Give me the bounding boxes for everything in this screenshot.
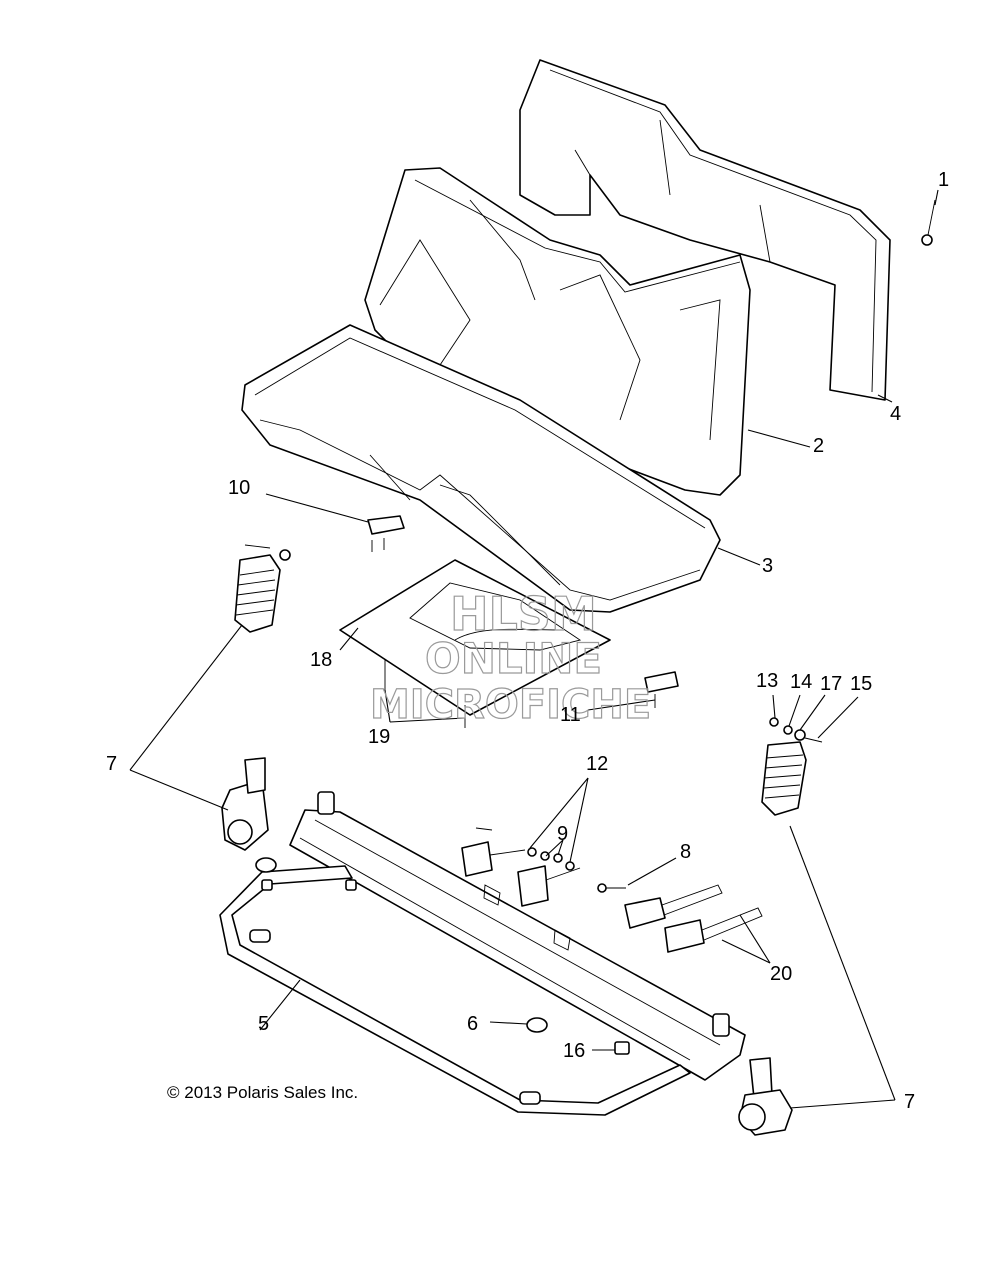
callout-labels: 1 2 3 4 5 6 7 7 8 9 10 11 12 13 14 15 16… <box>106 169 949 1113</box>
right-shock-bellow <box>761 717 823 816</box>
belt-buckles <box>461 827 581 907</box>
grommet-left <box>255 857 357 891</box>
callout-20: 20 <box>770 963 792 985</box>
seat-back-panel <box>519 59 891 401</box>
callout-16: 16 <box>563 1040 585 1062</box>
callout-13: 13 <box>756 670 778 692</box>
left-belt-retractor <box>221 757 269 851</box>
callout-12: 12 <box>586 753 608 775</box>
left-shock-bellow <box>234 544 291 633</box>
bolt-1 <box>921 199 936 246</box>
callout-2: 2 <box>813 435 824 457</box>
watermark-line3: MICROFICHE <box>370 682 651 728</box>
bolt-8 <box>597 883 626 893</box>
callout-3: 3 <box>762 555 773 577</box>
grommet-6 <box>526 1017 548 1033</box>
callout-15: 15 <box>850 673 872 695</box>
callout-10: 10 <box>228 477 250 499</box>
seat-latch-plate <box>339 559 611 716</box>
callout-1: 1 <box>938 169 949 191</box>
callout-6: 6 <box>467 1013 478 1035</box>
nut-16 <box>614 1041 630 1055</box>
seat-bottom-cushion <box>241 324 721 613</box>
bracket-11 <box>644 671 679 708</box>
watermark-line2: ONLINE <box>425 634 602 683</box>
callout-5: 5 <box>258 1013 269 1035</box>
callout-14: 14 <box>790 671 812 693</box>
watermark: HLSM ONLINE MICROFICHE <box>369 586 651 728</box>
callout-8: 8 <box>680 841 691 863</box>
callout-17: 17 <box>820 673 842 695</box>
copyright-notice: © 2013 Polaris Sales Inc. <box>167 1083 358 1102</box>
callout-19: 19 <box>368 726 390 748</box>
belt-tongues-20 <box>624 884 763 953</box>
right-belt-retractor <box>738 1057 793 1136</box>
bracket-10 <box>367 515 405 552</box>
callout-11: 11 <box>560 704 581 726</box>
callout-7-right: 7 <box>904 1091 915 1113</box>
seat-tray-frame <box>219 865 691 1116</box>
screws-19 <box>384 660 466 728</box>
watermark-line1: HLSM <box>450 587 597 641</box>
leader-lines <box>129 189 939 1109</box>
seat-frame-rail <box>289 791 746 1081</box>
callout-9: 9 <box>557 823 568 845</box>
callout-7-left: 7 <box>106 753 117 775</box>
callout-18: 18 <box>310 649 332 671</box>
callout-4: 4 <box>890 403 901 425</box>
